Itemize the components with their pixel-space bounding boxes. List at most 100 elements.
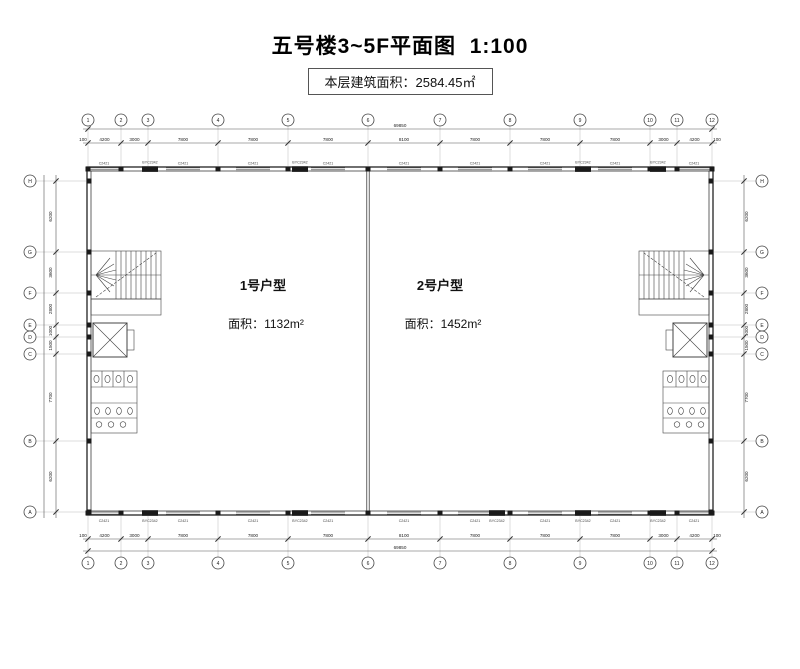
grid-bubble-label: 4 — [217, 118, 220, 124]
dim-label-right: 3600 — [744, 267, 749, 278]
grid-bubble — [23, 330, 37, 344]
dim-tick — [118, 536, 124, 542]
window-top — [236, 167, 270, 172]
dim-tick — [741, 178, 747, 184]
grid-bubble-label: E — [28, 323, 32, 329]
grid-bubble — [503, 113, 517, 127]
unit2-area: 面积：1452m² — [405, 317, 482, 331]
window-top — [387, 167, 421, 172]
grid-bubble-label: C — [28, 352, 32, 358]
dim-tick — [674, 536, 680, 542]
dim-label-top: 7800 — [610, 137, 621, 142]
column-marker — [86, 334, 92, 340]
grid-bubble — [755, 347, 769, 361]
grid-bubble-label: 11 — [674, 561, 679, 567]
window-label: C2421 — [399, 162, 410, 166]
outer-wall-outline — [86, 166, 714, 516]
window-bottom — [311, 511, 345, 515]
column-marker — [365, 510, 371, 516]
window-bottom — [598, 511, 632, 515]
stall-partitions — [101, 371, 125, 387]
grid-bubble-label: 2 — [120, 118, 123, 124]
right-core — [638, 250, 710, 434]
dim-label-top: 8100 — [399, 137, 410, 142]
dim-label-left: 6200 — [48, 211, 53, 222]
toilet-fixture — [115, 375, 122, 383]
window-top — [311, 167, 345, 172]
dim-tick — [85, 126, 91, 132]
grid-bubble-label: G — [760, 250, 764, 256]
column-marker — [647, 510, 653, 516]
column-marker — [118, 166, 124, 172]
column-marker — [365, 166, 371, 172]
grid-bubble — [114, 113, 128, 127]
grid-bubble-label: 10 — [647, 561, 653, 567]
dim-tick — [741, 334, 747, 340]
dim-tick — [709, 140, 715, 146]
dim-label-bottom: 7800 — [610, 533, 621, 538]
dim-tick — [577, 140, 583, 146]
shutter-label: BYC2342 — [650, 161, 665, 165]
dim-label-end: 100 — [79, 137, 87, 142]
stair-lobby — [90, 298, 162, 316]
dim-label-right: 2800 — [744, 303, 749, 314]
column-marker — [708, 351, 714, 357]
grid-bubble — [211, 113, 225, 127]
window-bottom — [677, 511, 711, 515]
grid-bubble-label: 8 — [509, 561, 512, 567]
washroom — [90, 370, 138, 434]
grid-bubble-label: F — [760, 291, 763, 297]
column-marker — [145, 510, 151, 516]
dim-label-top: 7800 — [540, 137, 551, 142]
window-label: C2421 — [689, 162, 700, 166]
floor-plan-drawing: 1号户型 面积：1132m² 2号户型 面积：1452m² 1122334455… — [23, 113, 769, 570]
shutter-box — [575, 166, 591, 172]
dim-label-bottom: 7800 — [540, 533, 551, 538]
dim-label-end: 100 — [713, 137, 721, 142]
dim-label-bottom: 7800 — [470, 533, 481, 538]
grid-bubble-label: 8 — [509, 118, 512, 124]
dim-tick — [53, 322, 59, 328]
grid-bubble-label: H — [28, 179, 32, 185]
dim-label-end: 100 — [79, 533, 87, 538]
grid-bubble — [81, 113, 95, 127]
grid-bubble — [755, 434, 769, 448]
dim-tick — [709, 548, 715, 554]
column-marker — [215, 166, 221, 172]
dim-label-right: 7700 — [744, 392, 749, 403]
grid-bubble-label: 9 — [579, 561, 582, 567]
dim-label-top: 7800 — [323, 137, 334, 142]
dim-tick — [85, 140, 91, 146]
dim-tick — [85, 548, 91, 554]
grid-bubble-label: 6 — [367, 118, 370, 124]
dim-tick — [145, 536, 151, 542]
grid-bubble-label: 2 — [120, 561, 123, 567]
total-dim-label: 69850 — [394, 123, 407, 128]
dim-tick — [285, 140, 291, 146]
window-label: C2421 — [470, 519, 481, 523]
dim-tick — [53, 509, 59, 515]
window-label: C2421 — [399, 519, 410, 523]
grid-bubble — [23, 434, 37, 448]
grid-bubble-label: 9 — [579, 118, 582, 124]
column-marker — [708, 509, 714, 515]
dim-tick — [437, 536, 443, 542]
window-label: C2421 — [540, 162, 551, 166]
grid-bubble-label: A — [28, 510, 32, 516]
dim-label-top: 4200 — [689, 137, 700, 142]
grid-bubble — [114, 556, 128, 570]
column-marker — [708, 178, 714, 184]
column-marker — [86, 351, 92, 357]
grid-bubble-label: B — [28, 439, 32, 445]
dim-label-left: 2800 — [48, 303, 53, 314]
grid-bubble-label: 6 — [367, 561, 370, 567]
left-core — [90, 250, 162, 434]
dim-tick — [647, 140, 653, 146]
grid-bubble-label: B — [760, 439, 764, 445]
grid-bubble — [755, 245, 769, 259]
window-bottom — [387, 511, 421, 515]
grid-bubble — [643, 113, 657, 127]
column-marker — [285, 166, 291, 172]
dim-label-top: 7800 — [248, 137, 259, 142]
dim-tick — [507, 140, 513, 146]
